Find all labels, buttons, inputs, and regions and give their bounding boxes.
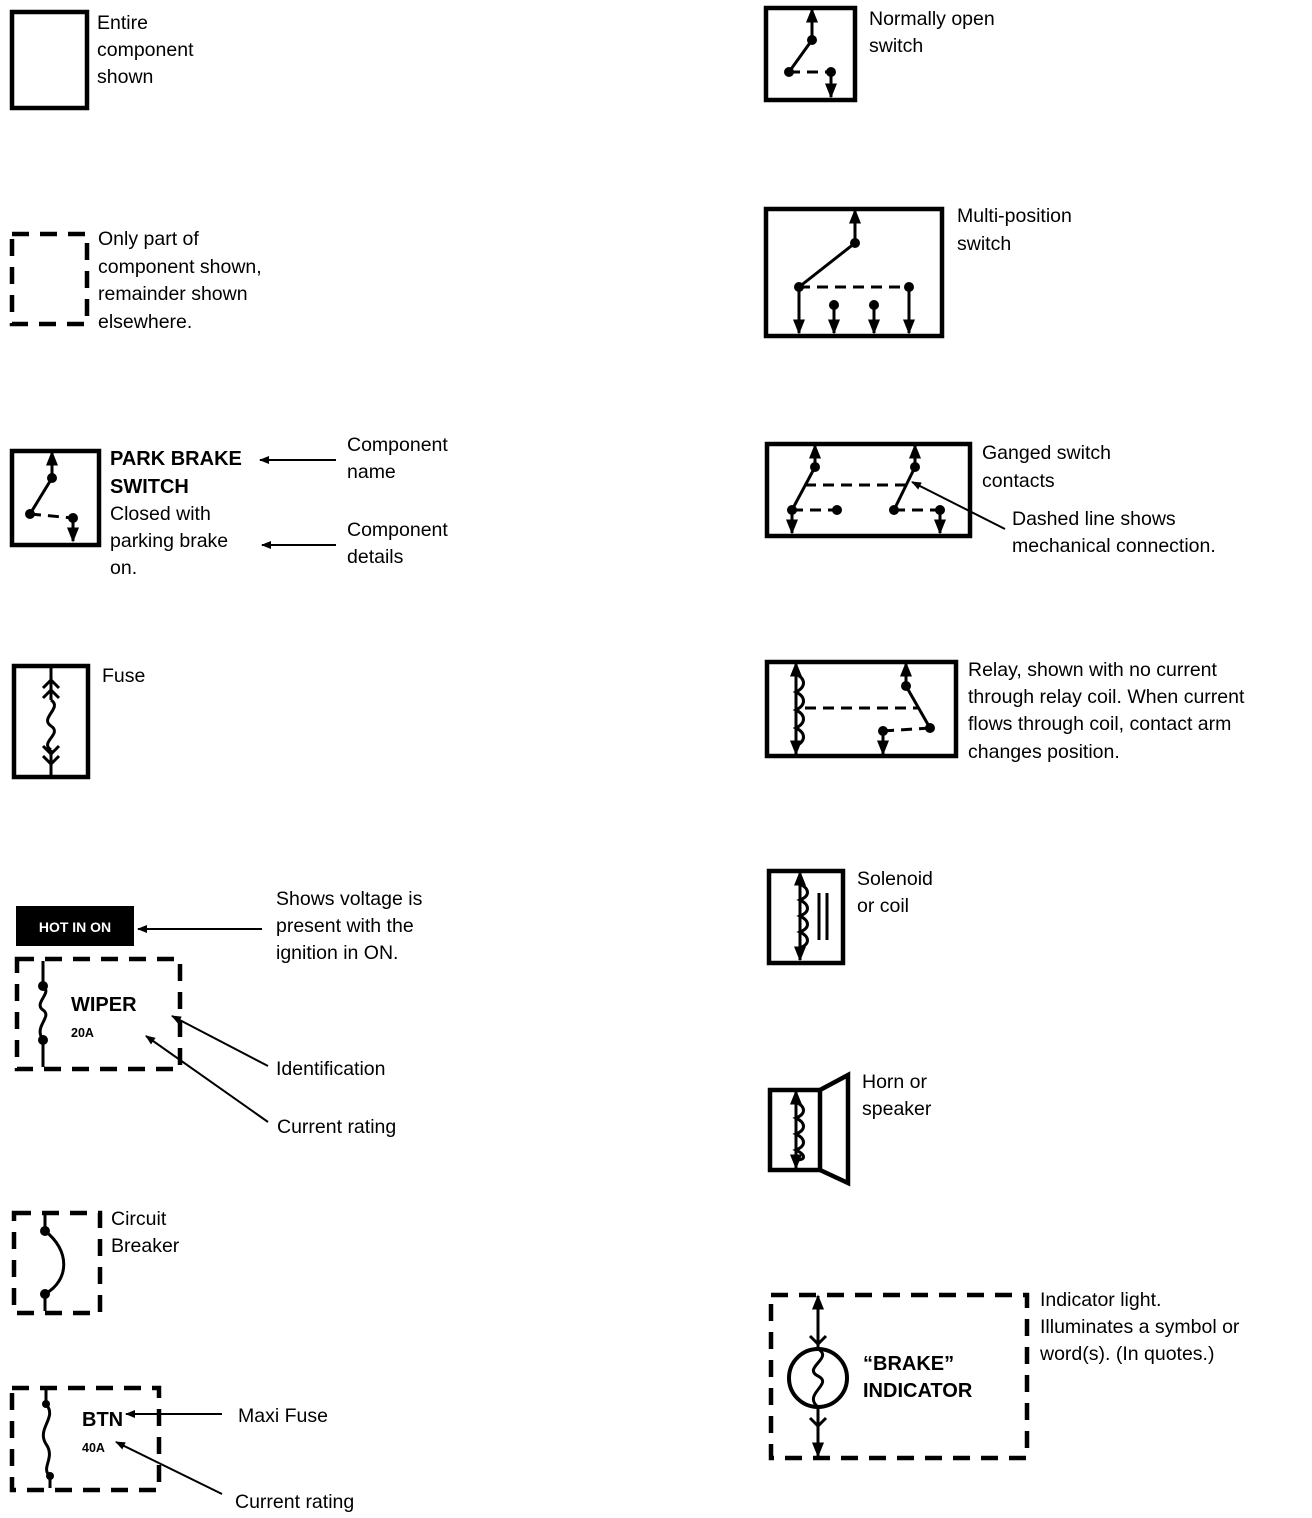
indicator-lamp-icon — [787, 1294, 849, 1458]
fuse-entry: Fuse — [11, 663, 145, 780]
solenoid-label-2: or coil — [857, 895, 909, 917]
partial-component-label-4: elsewhere. — [98, 311, 192, 333]
callout-maxi-current-rating: Current rating — [235, 1491, 354, 1513]
entire-component-label-1: Entire — [97, 12, 148, 34]
callout-component-details-2: details — [347, 546, 404, 568]
normally-open-label-1: Normally open — [869, 8, 995, 30]
hot-in-on-note-3: ignition in ON. — [276, 942, 398, 964]
multi-position-label-1: Multi-position — [957, 205, 1072, 227]
solenoid-label-1: Solenoid — [857, 868, 933, 890]
wiper-fuse-icon — [38, 961, 48, 1067]
ganged-label-1: Ganged switch — [982, 442, 1111, 464]
relay-label-4: changes position. — [968, 741, 1120, 763]
relay-label-2: through relay coil. When current — [968, 686, 1245, 708]
ganged-switch-entry: Ganged switch contacts Dashed line shows… — [764, 441, 1216, 557]
wiper-rating: 20A — [71, 1026, 94, 1040]
indicator-note-1: Indicator light. — [1040, 1289, 1161, 1311]
multi-position-entry: Multi-position switch — [763, 205, 1072, 339]
current-rating-arrow — [145, 1035, 269, 1123]
park-brake-switch-entry: PARK BRAKE SWITCH Closed with parking br… — [9, 434, 448, 579]
ganged-label-2: contacts — [982, 470, 1055, 492]
fuse-icon — [11, 663, 91, 780]
callout-component-name-2: name — [347, 461, 396, 483]
maxi-fuse-entry: BTN 40A Maxi Fuse Current rating — [9, 1385, 354, 1513]
hot-in-on-badge — [16, 906, 134, 946]
circuit-breaker-entry: Circuit Breaker — [11, 1208, 180, 1316]
callout-identification: Identification — [276, 1058, 386, 1080]
callout-component-name-1: Component — [347, 434, 448, 456]
dashed-box-icon — [9, 231, 90, 327]
relay-label-3: flows through coil, contact arm — [968, 713, 1231, 735]
maxi-fuse-icon — [41, 1390, 54, 1488]
solenoid-coil-icon — [766, 868, 846, 966]
indicator-name-1: “BRAKE” — [863, 1353, 954, 1375]
park-brake-detail-3: on. — [110, 557, 137, 579]
circuit-breaker-dashed-box — [11, 1210, 103, 1316]
callout-component-details-1: Component — [347, 519, 448, 541]
park-brake-name-1: PARK BRAKE — [110, 448, 242, 470]
hot-in-on-note-1: Shows voltage is — [276, 888, 423, 910]
wiper-name: WIPER — [71, 994, 137, 1016]
maxi-fuse-dashed-box — [9, 1385, 162, 1493]
switch-icon — [9, 448, 102, 548]
multi-position-switch-icon — [763, 206, 945, 339]
ganged-note-1: Dashed line shows — [1012, 508, 1176, 530]
normally-open-entry: Normally open switch — [763, 5, 995, 103]
relay-entry: Relay, shown with no current through rel… — [764, 659, 1245, 763]
identification-arrow — [171, 1015, 269, 1067]
park-brake-detail-2: parking brake — [110, 530, 228, 552]
mechanical-connection-arrow — [911, 481, 1006, 530]
solid-box-icon — [9, 9, 90, 111]
indicator-entry: “BRAKE” INDICATOR Indicator light. Illum… — [768, 1289, 1240, 1461]
callout-current-rating: Current rating — [277, 1116, 396, 1138]
park-brake-detail-1: Closed with — [110, 503, 211, 525]
horn-entry: Horn or speaker — [767, 1071, 932, 1187]
normally-open-label-2: switch — [869, 35, 923, 57]
solenoid-entry: Solenoid or coil — [766, 868, 933, 966]
ganged-note-2: mechanical connection. — [1012, 535, 1216, 557]
maxi-fuse-rating: 40A — [82, 1441, 105, 1455]
indicator-dashed-box — [768, 1292, 1030, 1461]
hot-in-on-entry: HOT IN ON Shows voltage is present with … — [14, 888, 423, 1138]
entire-component-label-2: component — [97, 39, 194, 61]
multi-position-label-2: switch — [957, 233, 1011, 255]
maxi-fuse-rating-arrow — [115, 1441, 223, 1495]
partial-component-entry: Only part of component shown, remainder … — [9, 228, 262, 333]
relay-label-1: Relay, shown with no current — [968, 659, 1218, 681]
entire-component-entry: Entire component shown — [9, 9, 194, 111]
normally-open-switch-icon — [763, 5, 858, 103]
partial-component-label-1: Only part of — [98, 228, 199, 250]
horn-speaker-icon — [767, 1071, 851, 1187]
fuse-label: Fuse — [102, 665, 145, 687]
horn-label-1: Horn or — [862, 1071, 928, 1093]
maxi-fuse-name: BTN — [82, 1409, 123, 1431]
horn-label-2: speaker — [862, 1098, 932, 1120]
entire-component-label-3: shown — [97, 66, 153, 88]
indicator-note-3: word(s). (In quotes.) — [1039, 1343, 1214, 1365]
circuit-breaker-label-2: Breaker — [111, 1235, 180, 1257]
park-brake-name-2: SWITCH — [110, 476, 189, 498]
wiper-dashed-box — [14, 956, 183, 1072]
indicator-name-2: INDICATOR — [863, 1380, 973, 1402]
circuit-breaker-icon — [40, 1215, 66, 1311]
ganged-switch-icon — [764, 441, 973, 539]
indicator-note-2: Illuminates a symbol or — [1040, 1316, 1240, 1338]
hot-in-on-badge-text: HOT IN ON — [39, 919, 111, 935]
hot-in-on-note-2: present with the — [276, 915, 414, 937]
partial-component-label-3: remainder shown — [98, 283, 248, 305]
circuit-breaker-label-1: Circuit — [111, 1208, 167, 1230]
relay-icon — [764, 659, 959, 759]
callout-maxi-fuse: Maxi Fuse — [238, 1405, 328, 1427]
partial-component-label-2: component shown, — [98, 256, 262, 278]
